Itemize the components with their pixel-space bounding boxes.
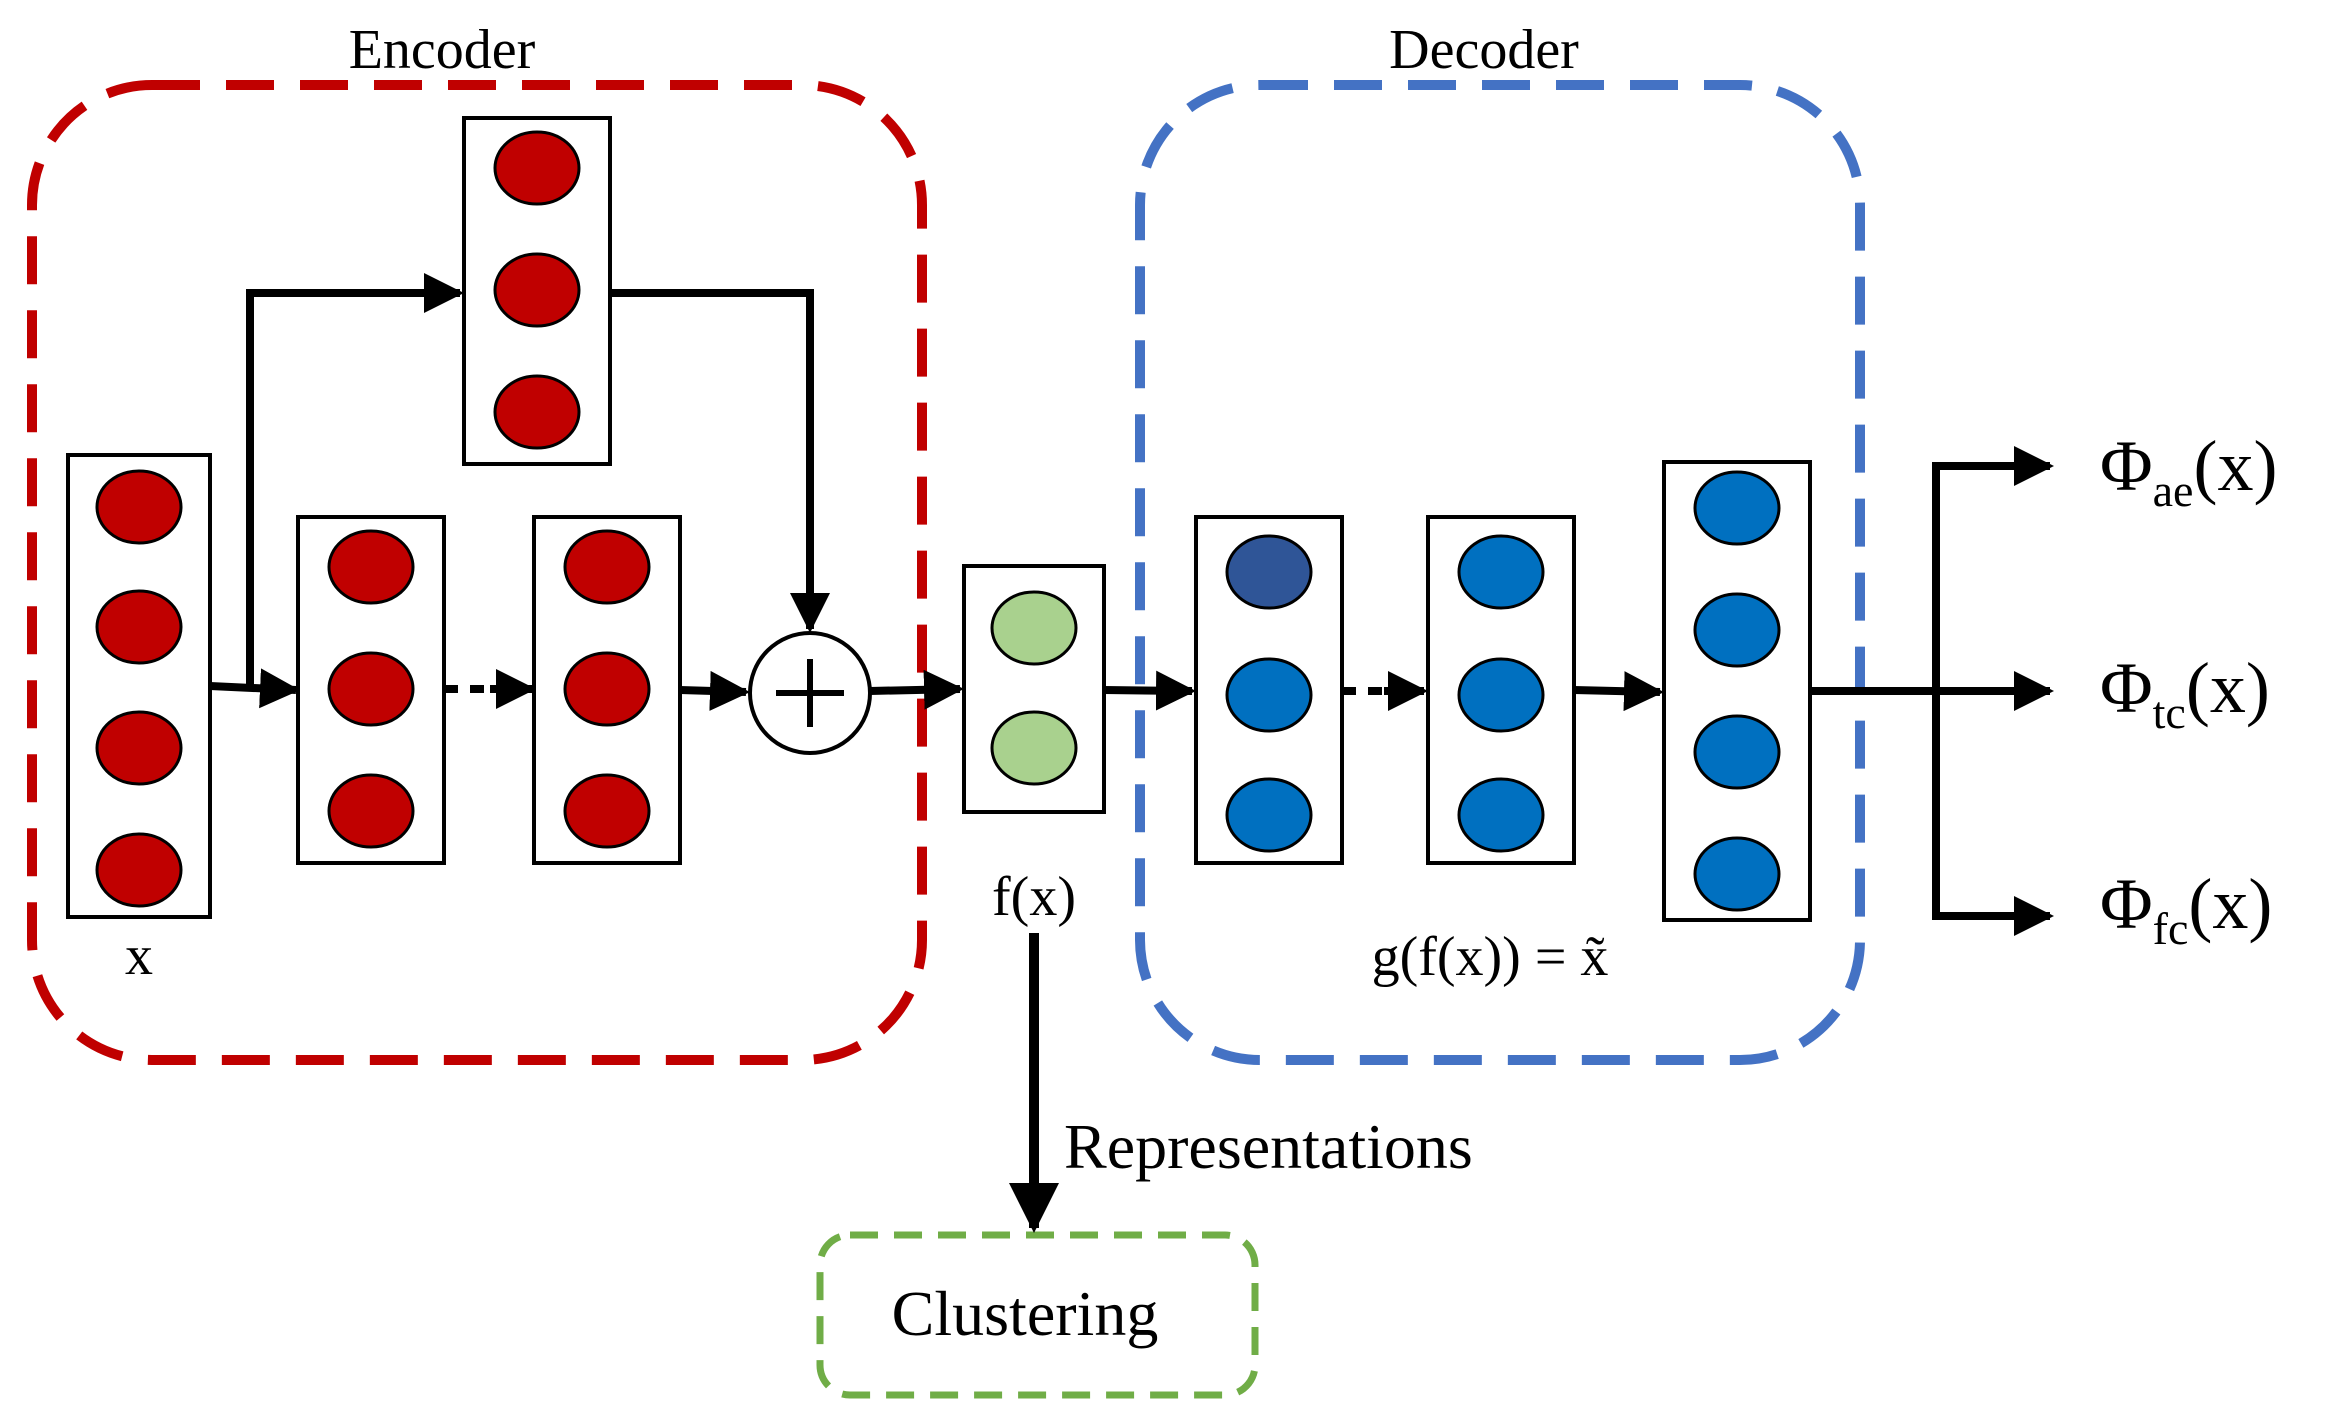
arrow-input-to-skip bbox=[246, 273, 464, 686]
decoder-hidden-2-nodes bbox=[1457, 534, 1545, 853]
encoder-boundary bbox=[27, 80, 927, 1065]
node bbox=[327, 529, 415, 605]
output-nodes bbox=[1693, 470, 1781, 912]
node bbox=[1693, 470, 1781, 546]
arrow-decoder-2-to-output bbox=[1573, 671, 1664, 712]
encoder-title: Encoder bbox=[349, 19, 536, 81]
clustering-label: Clustering bbox=[892, 1278, 1159, 1349]
node bbox=[1225, 534, 1313, 610]
latent-nodes bbox=[990, 590, 1078, 786]
decoder-connections bbox=[1103, 670, 1664, 712]
arrow-hidden-2-to-sum bbox=[679, 670, 750, 711]
representations-label: Representations bbox=[1064, 1111, 1473, 1182]
decoder-boundary bbox=[1135, 80, 1865, 1065]
decoder-title: Decoder bbox=[1389, 19, 1579, 81]
node bbox=[563, 651, 651, 727]
node bbox=[1457, 777, 1545, 853]
encoder-connections bbox=[209, 273, 964, 711]
output-phi-fc: Φfc(x) bbox=[2100, 864, 2272, 954]
node bbox=[493, 130, 581, 206]
reconstruction-label: g(f(x)) = x̃ bbox=[1372, 926, 1609, 988]
node bbox=[95, 710, 183, 786]
arrow-sum-to-latent bbox=[869, 669, 964, 710]
node bbox=[1457, 534, 1545, 610]
node bbox=[95, 469, 183, 545]
node bbox=[1225, 657, 1313, 733]
node bbox=[95, 589, 183, 665]
node bbox=[1693, 714, 1781, 790]
clustering-box bbox=[816, 1231, 1259, 1399]
node bbox=[493, 374, 581, 450]
node bbox=[1693, 592, 1781, 668]
encoder-hidden-2-nodes bbox=[563, 529, 651, 849]
arrow-skip-to-sum bbox=[610, 289, 830, 633]
input-nodes bbox=[95, 469, 183, 908]
latent-label: f(x) bbox=[992, 866, 1076, 928]
output-phi-tc: Φtc(x) bbox=[2100, 648, 2270, 738]
node bbox=[327, 773, 415, 849]
plus-icon bbox=[748, 631, 872, 755]
node bbox=[990, 590, 1078, 666]
node bbox=[1225, 777, 1313, 853]
node bbox=[563, 529, 651, 605]
output-phi-ae: Φae(x) bbox=[2100, 426, 2277, 516]
node bbox=[493, 252, 581, 328]
encoder-hidden-1-nodes bbox=[327, 529, 415, 849]
node bbox=[990, 710, 1078, 786]
node bbox=[563, 773, 651, 849]
output-branches bbox=[1810, 446, 2054, 936]
arrow-input-to-hidden bbox=[209, 668, 300, 709]
node bbox=[1457, 657, 1545, 733]
skip-layer-nodes bbox=[493, 130, 581, 450]
node bbox=[95, 832, 183, 908]
decoder-hidden-1-nodes bbox=[1225, 534, 1313, 853]
arrow-latent-to-decoder bbox=[1103, 670, 1196, 711]
input-label: x bbox=[125, 925, 153, 987]
node bbox=[1693, 836, 1781, 912]
node bbox=[327, 651, 415, 727]
